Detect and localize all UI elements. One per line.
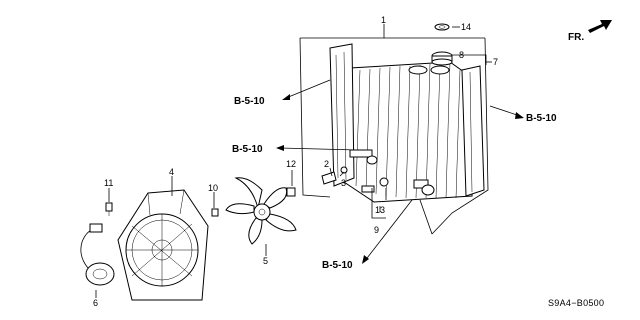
callout-7: 7 — [493, 57, 498, 67]
bolt-10 — [211, 208, 219, 217]
callout-14: 14 — [461, 22, 471, 32]
callout-11: 11 — [104, 178, 113, 188]
bolt-11 — [105, 202, 113, 216]
radiator-core-fins — [355, 61, 471, 199]
callout-10: 10 — [208, 183, 218, 193]
nut-12 — [286, 187, 296, 197]
temp-sensor — [379, 177, 389, 187]
callout-2: 2 — [324, 159, 329, 169]
drain-plug-13 — [361, 185, 375, 193]
callout-9: 9 — [374, 225, 379, 235]
callout-12: 12 — [286, 159, 296, 169]
callout-labels: 1 2 3 4 5 6 7 8 9 10 11 12 13 14 — [93, 15, 498, 308]
reference-label-bottom: B-5-10 — [322, 260, 353, 271]
washer-3 — [340, 166, 348, 174]
fan-motor — [80, 223, 115, 286]
bolt-2 — [321, 171, 337, 185]
cushion — [434, 23, 450, 31]
callout-3: 3 — [341, 178, 346, 188]
cooling-fan — [225, 177, 297, 245]
reference-labels: B-5-10 B-5-10 B-5-10 B-5-10 — [232, 96, 557, 271]
reference-label-right: B-5-10 — [526, 113, 557, 124]
callout-5: 5 — [263, 256, 268, 266]
callout-6: 6 — [93, 298, 98, 308]
front-direction-label: FR. — [568, 32, 584, 43]
reference-arrows — [276, 79, 524, 264]
leader-lines — [95, 24, 492, 298]
front-direction-arrow — [588, 20, 612, 33]
reference-label-left-upper: B-5-10 — [234, 96, 265, 107]
radiator — [299, 37, 489, 235]
fan-shroud — [117, 189, 209, 301]
diagram-code: S9A4−B0500 — [548, 298, 604, 308]
radiator-cap — [431, 51, 453, 66]
callout-8: 8 — [459, 50, 464, 60]
reference-label-left-middle: B-5-10 — [232, 144, 263, 155]
callout-4: 4 — [169, 167, 174, 177]
callout-1: 1 — [381, 15, 386, 25]
callout-13: 13 — [375, 205, 385, 215]
